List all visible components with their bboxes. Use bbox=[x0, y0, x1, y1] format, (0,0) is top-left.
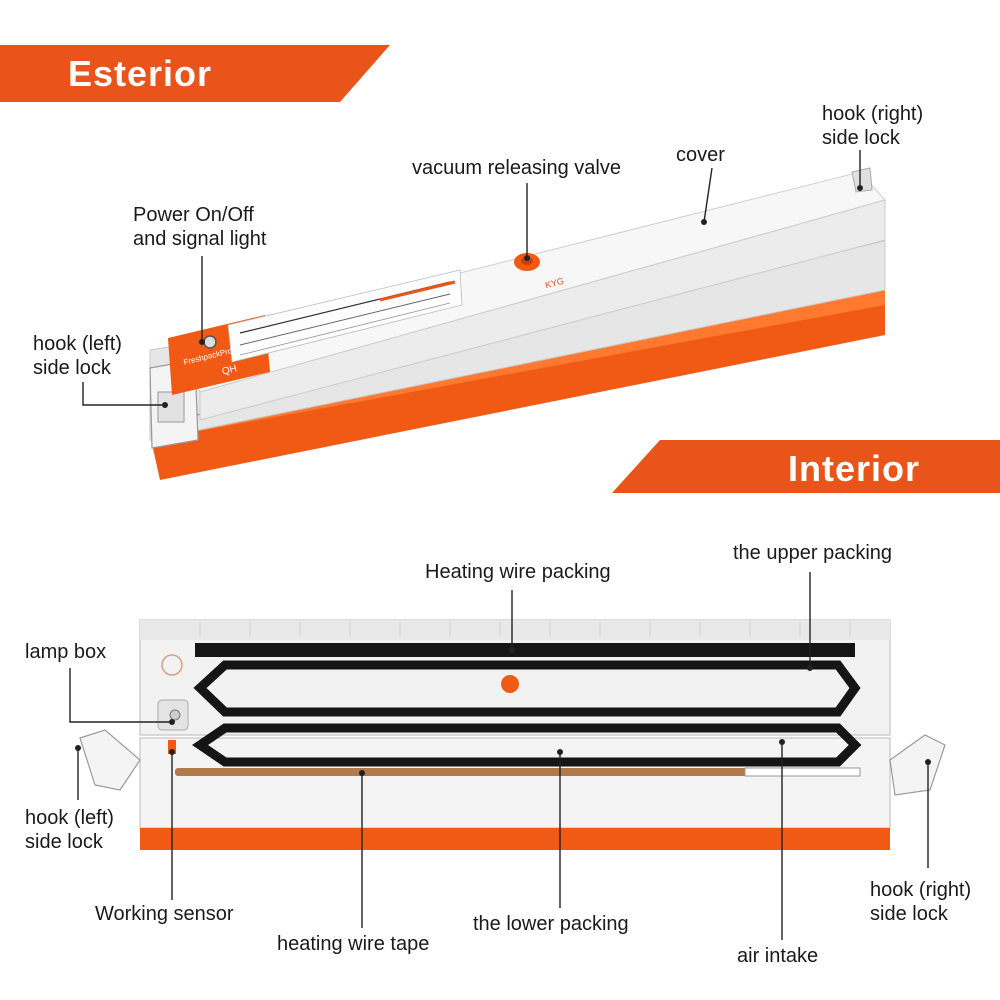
exterior-valve-label: vacuum releasing valve bbox=[412, 157, 621, 179]
exterior-power-label: Power On/Off and signal light bbox=[133, 204, 267, 250]
interior-leaders bbox=[69, 572, 931, 940]
exterior-banner bbox=[0, 45, 390, 102]
interior-hook-right-label: hook (right) side lock bbox=[870, 879, 972, 925]
exterior-cover-label: cover bbox=[676, 144, 725, 166]
upper-packing-label: the upper packing bbox=[733, 542, 893, 564]
lower-packing-label: the lower packing bbox=[473, 913, 629, 935]
exterior-device bbox=[149, 167, 886, 480]
heating-wire-tape-label: heating wire tape bbox=[277, 933, 430, 955]
exterior-title: Esterior bbox=[68, 53, 213, 94]
interior-device bbox=[79, 619, 946, 850]
interior-title: Interior bbox=[788, 448, 921, 489]
interior-hook-left-label: hook (left) side lock bbox=[25, 807, 114, 853]
heating-wire-packing-label: Heating wire packing bbox=[425, 561, 611, 583]
exterior-hook-right-label: hook (right) side lock bbox=[822, 103, 924, 149]
working-sensor-label: Working sensor bbox=[95, 903, 234, 925]
exterior-hook-left-label: hook (left) side lock bbox=[33, 333, 122, 379]
air-intake-label: air intake bbox=[737, 945, 819, 967]
exterior-leaders bbox=[82, 150, 863, 408]
interior-banner bbox=[612, 440, 1000, 493]
lamp-box-label: lamp box bbox=[25, 641, 107, 663]
